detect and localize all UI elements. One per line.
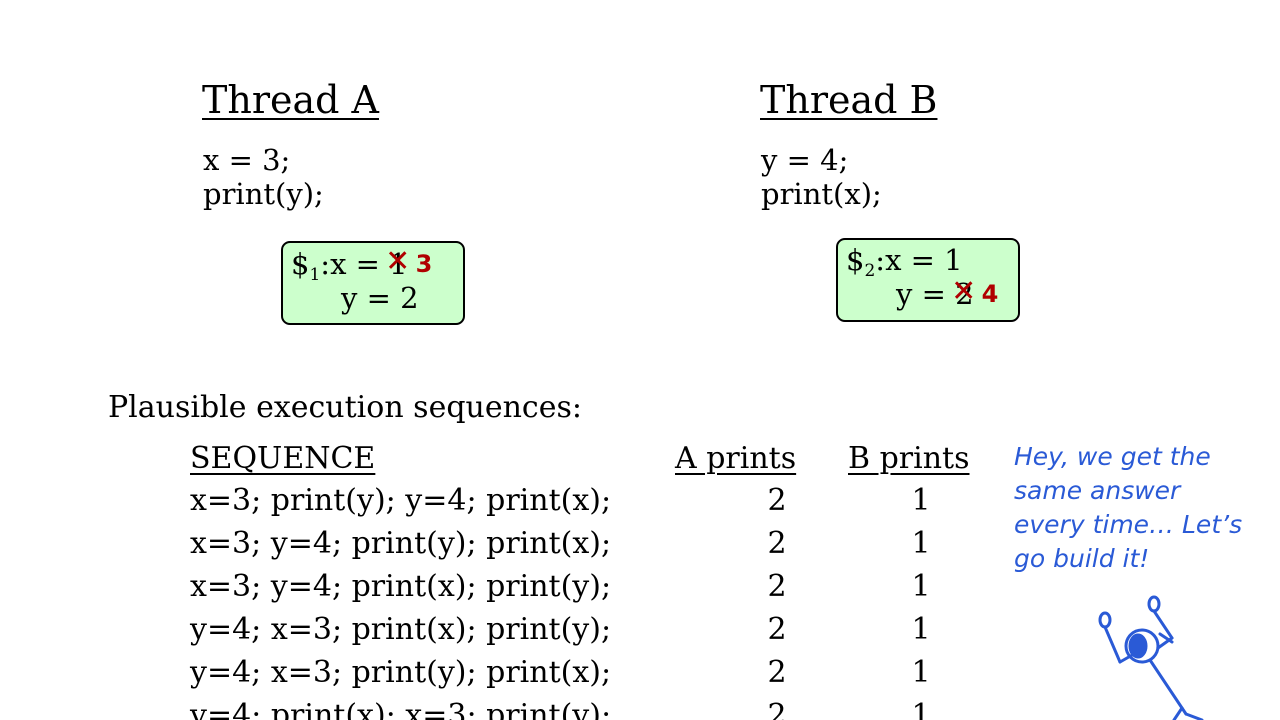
thread-a-cache-x-old: 1: [389, 247, 408, 281]
row-b-prints: 1: [911, 526, 931, 561]
thread-a-code-line-1: x = 3;: [203, 143, 291, 177]
thread-a-code-line-2: print(y);: [203, 177, 324, 211]
row-a-prints: 2: [767, 526, 787, 561]
row-a-prints: 2: [767, 698, 787, 720]
thread-a-cache-line-1: $1:x = 1✕3: [291, 245, 433, 284]
thread-a-cache-box: $1:x = 1✕3 y = 2: [281, 241, 465, 325]
thread-b-cache-y-old: 2: [955, 277, 974, 311]
table-row: x=3; print(y); y=4; print(x); 2 1: [0, 483, 1280, 525]
thread-a-cache-x-prefix: x =: [330, 247, 390, 281]
thread-b-code-line-1: y = 4;: [761, 143, 849, 177]
thread-b-cache-y-new: 4: [981, 280, 999, 308]
thread-a-cache-x-old-wrap: 1✕: [385, 245, 410, 282]
thread-a-cache-label-suffix: :: [320, 247, 331, 281]
stick-figure-icon: [1098, 595, 1204, 720]
thread-b-cache-label-suffix: :: [875, 243, 886, 277]
thread-a-cache-line-2: y = 2: [341, 281, 419, 315]
a-prints-column-header: A prints: [675, 441, 797, 476]
row-b-prints: 1: [911, 569, 931, 604]
row-sequence: y=4; x=3; print(x); print(y);: [190, 612, 612, 647]
row-b-prints: 1: [911, 612, 931, 647]
row-a-prints: 2: [767, 569, 787, 604]
row-b-prints: 1: [911, 655, 931, 690]
row-sequence: x=3; y=4; print(x); print(y);: [190, 569, 612, 604]
table-row: y=4; x=3; print(x); print(y); 2 1: [0, 612, 1280, 654]
row-sequence: y=4; print(x); x=3; print(y);: [190, 698, 612, 720]
thread-b-cache-line-1: $2:x = 1: [846, 243, 963, 280]
table-row: y=4; x=3; print(y); print(x); 2 1: [0, 655, 1280, 697]
table-row: x=3; y=4; print(x); print(y); 2 1: [0, 569, 1280, 611]
thread-b-cache-x-value: x = 1: [885, 243, 963, 277]
speech-note: Hey, we get the same answer every time… …: [1014, 442, 1243, 573]
row-b-prints: 1: [911, 698, 931, 720]
thread-b-cache-label-sub: 2: [864, 261, 876, 281]
sequence-column-header: SEQUENCE: [190, 441, 376, 476]
thread-a-cache-label-prefix: $: [291, 247, 310, 281]
thread-b-code-line-2: print(x);: [761, 177, 882, 211]
thread-b-cache-label-prefix: $: [846, 243, 865, 277]
thread-b-cache-y-prefix: y =: [896, 277, 956, 311]
b-prints-column-header: B prints: [848, 441, 970, 476]
thread-a-cache-label-sub: 1: [309, 265, 321, 285]
row-a-prints: 2: [767, 655, 787, 690]
row-sequence: y=4; x=3; print(y); print(x);: [190, 655, 612, 690]
row-sequence: x=3; print(y); y=4; print(x);: [190, 483, 612, 518]
table-row: y=4; print(x); x=3; print(y); 2 1: [0, 698, 1280, 720]
thread-b-title: Thread B: [760, 78, 938, 122]
thread-a-title: Thread A: [202, 78, 379, 122]
row-b-prints: 1: [911, 483, 931, 518]
row-a-prints: 2: [767, 612, 787, 647]
row-sequence: x=3; y=4; print(y); print(x);: [190, 526, 612, 561]
thread-b-cache-box: $2:x = 1 y = 2✕4: [836, 238, 1020, 322]
row-a-prints: 2: [767, 483, 787, 518]
sequences-heading: Plausible execution sequences:: [108, 390, 582, 425]
thread-b-cache-line-2: y = 2✕4: [896, 275, 999, 312]
table-row: x=3; y=4; print(y); print(x); 2 1: [0, 526, 1280, 568]
thread-a-cache-x-new: 3: [415, 250, 433, 278]
thread-b-cache-y-old-wrap: 2✕: [951, 275, 976, 312]
